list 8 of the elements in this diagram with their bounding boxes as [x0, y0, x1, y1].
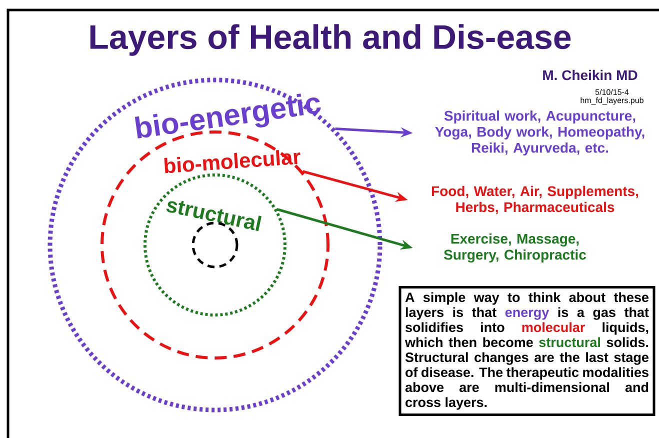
date-label: 5/10/15-4 — [595, 89, 629, 95]
title: Layers of Health and Dis-ease — [90, 24, 571, 56]
author-name: M. Cheikin MD — [543, 70, 638, 80]
modality-list: Food, Water, Air, Supplements, Herbs, Pharmaceuticals — [432, 186, 638, 214]
file-name: hm_fd_layers.pub — [580, 97, 644, 105]
modality-list: Spiritual work, Acupuncture, Yoga, Body work, Homeopathy, Reiki, Ayurveda, etc. — [435, 110, 644, 156]
modality-list: Exercise, Massage, Surgery, Chiropractic — [444, 233, 586, 263]
text-box: A simple way to think about these layers is that energy is a gas that solidifies into molecular liquids, which then become structural solids. Structural changes are the last stage of disease. The therapeutic modalities above are multi-dimensional and cross layers. — [398, 286, 656, 416]
